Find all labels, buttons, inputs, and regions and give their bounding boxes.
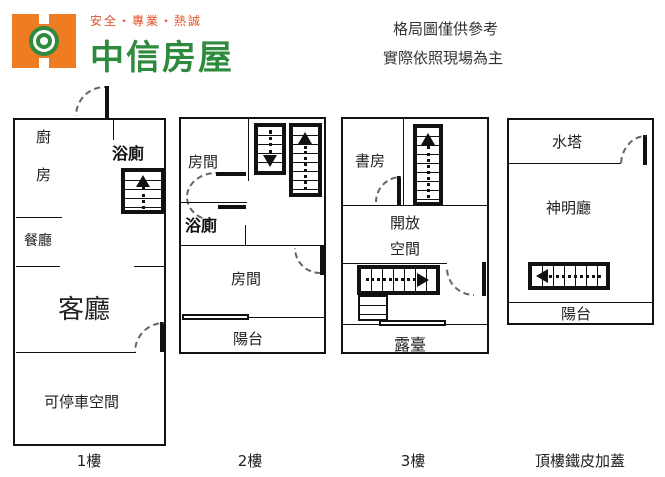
room-bedroom-main-2f: 房間: [231, 270, 262, 288]
door-leaf: [482, 262, 486, 296]
partition-line: [181, 245, 324, 246]
partition-line: [403, 119, 404, 205]
disclaimer-line-1: 格局圖僅供參考: [393, 20, 499, 38]
balcony-line: [509, 302, 652, 303]
partition-line: [134, 266, 164, 267]
room-study-3f: 書房: [355, 152, 386, 170]
door-leaf: [320, 245, 324, 275]
floor-caption-1f: 1樓: [76, 452, 102, 470]
stair-up-arrow-icon: [136, 175, 150, 187]
door-leaf: [216, 172, 246, 176]
door-leaf: [105, 86, 109, 118]
partition-line: [343, 263, 447, 264]
stair-direction-dots: [427, 146, 430, 198]
room-terrace-3f: 露臺: [394, 335, 427, 354]
room-open-space-3f-line2: 空間: [390, 240, 421, 258]
door-leaf: [218, 205, 246, 209]
stair-right-arrow-icon: [417, 273, 429, 287]
stair-up-arrow-icon: [298, 132, 312, 144]
company-logo: 安全・專業・熱誠 中信房屋: [0, 0, 290, 80]
room-living-1f: 客廳: [58, 295, 111, 325]
room-shrine-hall-roof: 神明廳: [546, 199, 592, 217]
wall-segment: [113, 118, 114, 140]
room-balcony-2f: 陽台: [233, 330, 264, 348]
stair-down-arrow-icon: [263, 155, 277, 167]
room-open-space-3f-line1: 開放: [390, 214, 421, 232]
partition-line: [343, 205, 487, 206]
room-bathroom-2f: 浴廁: [185, 216, 218, 235]
stair-direction-dots: [304, 146, 307, 190]
floor-caption-2f: 2樓: [237, 452, 263, 470]
roof-outer-wall: [507, 118, 654, 325]
floor-1-outer-wall: [13, 118, 166, 446]
room-bathroom-1f: 浴廁: [112, 144, 145, 163]
window-2f: [182, 314, 249, 320]
balcony-line: [249, 317, 324, 318]
partition-line: [181, 202, 247, 203]
stair-direction-dots: [142, 187, 145, 209]
partition-line: [16, 352, 136, 353]
room-dining-1f: 餐廳: [24, 233, 52, 249]
floor-2-outer-wall: [179, 117, 326, 354]
room-kitchen-1f-char1: 廚: [36, 128, 52, 146]
room-bedroom-top-2f: 房間: [188, 153, 219, 171]
stair-direction-dots: [549, 275, 601, 278]
partition-line: [248, 119, 249, 181]
partition-line: [16, 266, 60, 267]
stair-left-arrow-icon: [536, 269, 548, 283]
floor-caption-roof: 頂樓鐵皮加蓋: [534, 452, 625, 470]
floor-3-outer-wall: [341, 117, 489, 354]
partition-line: [509, 163, 621, 164]
disclaimer-line-2: 實際依照現場為主: [383, 49, 504, 67]
partition-line: [245, 225, 246, 245]
logo-slogan: 安全・專業・熱誠: [90, 14, 203, 28]
logo-mark-icon: [12, 14, 76, 68]
room-balcony-roof: 陽台: [561, 305, 592, 323]
stair-up-arrow-icon: [421, 133, 435, 145]
room-kitchen-1f-char2: 房: [36, 166, 52, 184]
room-water-tower-roof: 水塔: [552, 133, 583, 151]
stair-direction-dots: [269, 130, 272, 154]
partition-line: [16, 217, 62, 218]
globe-icon: [29, 26, 59, 56]
floor-caption-3f: 3樓: [400, 452, 426, 470]
stair-landing-3f: [358, 295, 388, 321]
stair-direction-dots: [366, 278, 416, 281]
logo-brand-name: 中信房屋: [90, 38, 234, 78]
room-parking-1f: 可停車空間: [44, 393, 120, 411]
window-3f: [379, 320, 446, 326]
